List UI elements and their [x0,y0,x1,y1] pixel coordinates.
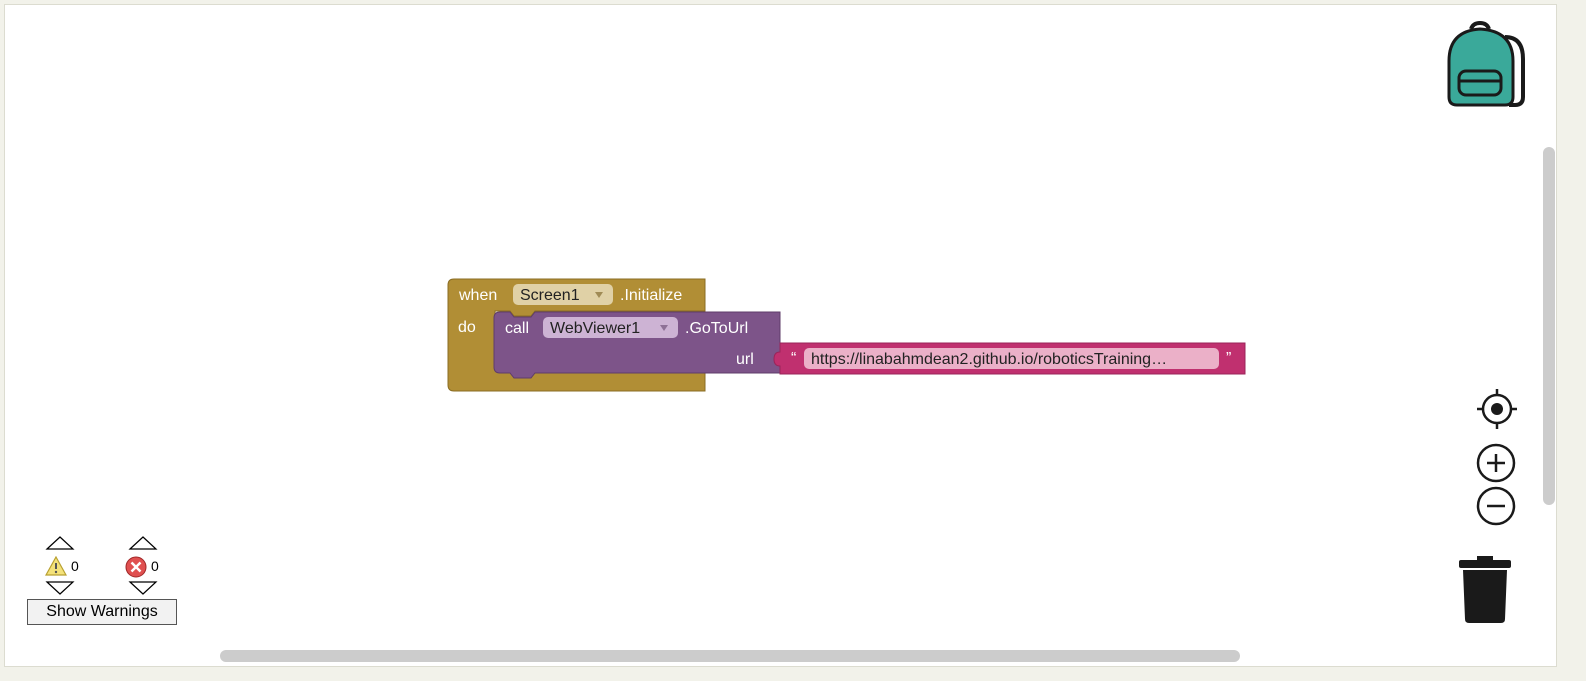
plus-circle-icon[interactable] [1475,442,1517,484]
close-quote: ” [1226,350,1231,367]
gotourl-label: .GoToUrl [685,320,748,337]
do-label: do [458,319,476,336]
backpack-icon[interactable] [1443,19,1529,109]
dropdown-arrow-icon [595,292,603,298]
next-warning-arrow-icon[interactable] [45,580,75,596]
initialize-label: .Initialize [620,287,682,304]
minus-circle-icon[interactable] [1475,485,1517,527]
error-x-icon [125,556,147,578]
warning-indicator: 0 0 [27,535,187,635]
blocks-workspace[interactable]: when Screen1 .Initialize do call WebView… [4,4,1557,667]
warning-count: 0 [71,558,79,574]
trash-icon[interactable] [1457,555,1513,625]
url-param-label: url [736,351,754,368]
screen1-dropdown[interactable]: Screen1 [513,284,613,305]
webviewer1-dropdown[interactable]: WebViewer1 [543,317,678,338]
dropdown-arrow-icon [660,325,668,331]
horizontal-scrollbar[interactable] [220,650,1240,662]
open-quote: “ [791,350,796,367]
screen1-dropdown-field[interactable] [513,284,613,305]
show-warnings-button[interactable]: Show Warnings [27,599,177,625]
prev-error-arrow-icon[interactable] [128,535,158,551]
error-count: 0 [151,558,159,574]
text-block-url[interactable]: “ https://linabahmdean2.github.io/roboti… [773,342,1246,375]
warning-triangle-icon [45,556,67,576]
call-label: call [505,320,529,337]
vertical-scrollbar[interactable] [1543,147,1555,505]
target-icon[interactable] [1475,387,1519,431]
call-block-webviewer1-gotourl[interactable]: call WebViewer1 .GoToUrl url [493,311,781,379]
webviewer1-dropdown-label: WebViewer1 [550,320,640,337]
next-error-arrow-icon[interactable] [128,580,158,596]
screen1-dropdown-label: Screen1 [520,287,580,304]
prev-warning-arrow-icon[interactable] [45,535,75,551]
when-label: when [458,287,497,304]
url-text-value: https://linabahmdean2.github.io/robotics… [811,351,1167,368]
webviewer1-dropdown-field[interactable] [543,317,678,338]
block-canvas[interactable]: when Screen1 .Initialize do call WebView… [5,5,1556,666]
url-text-field[interactable] [804,348,1219,369]
